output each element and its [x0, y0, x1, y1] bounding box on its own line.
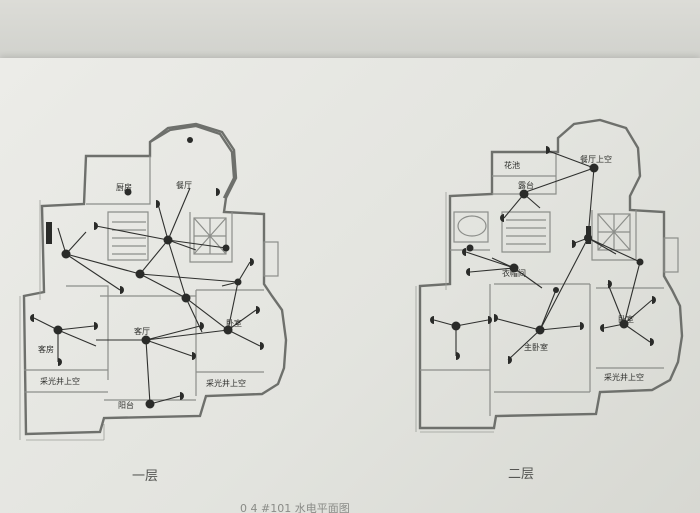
room-label-terrace: 露台	[518, 180, 534, 190]
floor1-dining-bay	[149, 124, 236, 199]
ceiling-light-icon	[53, 325, 63, 335]
switch-icon	[94, 222, 98, 230]
switch-icon	[200, 322, 204, 330]
switch-icon	[256, 306, 260, 314]
room-label-bedroom: 卧室	[618, 314, 634, 324]
switch-icon	[466, 268, 470, 276]
ceiling-light-icon	[61, 249, 71, 259]
ceiling-light-icon	[519, 189, 529, 199]
switch-icon	[546, 146, 550, 154]
floor1-interior-walls	[24, 156, 264, 401]
switch-icon	[600, 324, 604, 332]
switch-icon	[652, 296, 656, 304]
ceiling-light-icon	[636, 258, 644, 266]
switch-icon	[430, 316, 434, 324]
switch-icon	[462, 248, 466, 256]
ceiling-light-icon	[141, 335, 151, 345]
room-label-balcony: 阳台	[118, 400, 134, 410]
switch-icon	[572, 240, 576, 248]
room-label-guest: 客房	[38, 344, 54, 354]
room-label-master-bedroom: 主卧室	[524, 342, 548, 352]
floor2-fixtures	[430, 146, 656, 364]
room-label-skylight-east: 采光井上空	[206, 378, 246, 388]
room-label-skylight-west: 采光井上空	[40, 376, 80, 386]
floor1-title: 一层	[132, 469, 158, 484]
switch-icon	[94, 322, 98, 330]
floor1-fixtures	[30, 137, 264, 409]
floor2-east-niche	[663, 237, 679, 273]
ceiling-light-icon	[163, 235, 173, 245]
electrical-panel-icon	[46, 222, 52, 244]
room-label-kitchen: 厨房	[116, 182, 132, 192]
ceiling-light-icon	[619, 319, 629, 329]
floor2-stairs	[506, 219, 546, 245]
floor1-outer-wall	[22, 122, 288, 436]
ceiling-light-icon	[222, 244, 230, 252]
floor2-labels: 花池 餐厅上空 露台 衣帽间 主卧室 卧室 采光井上空	[502, 154, 644, 382]
room-label-skylight: 采光井上空	[604, 372, 644, 382]
drawing-footer-caption: 0 4 #101 水电平面图	[240, 502, 350, 513]
switch-icon	[500, 214, 504, 222]
floor2-wiring	[433, 149, 653, 361]
ceiling-light-icon	[124, 188, 132, 196]
switch-icon	[250, 258, 254, 266]
switch-icon	[580, 322, 584, 330]
switch-icon	[58, 358, 62, 366]
ceiling-light-icon	[451, 321, 461, 331]
switch-icon	[260, 342, 264, 350]
switch-icon	[156, 200, 160, 208]
switch-icon	[456, 352, 460, 360]
switch-icon	[192, 352, 196, 360]
switch-icon	[508, 356, 512, 364]
room-label-living: 客厅	[134, 326, 150, 336]
electrical-panel-icon	[586, 226, 591, 244]
floor1-wiring	[33, 187, 261, 405]
ceiling-light-icon	[145, 399, 155, 409]
floor2-bathtub	[453, 211, 489, 243]
room-label-dining: 餐厅	[176, 181, 192, 190]
ceiling-light-icon	[589, 163, 599, 173]
ceiling-light-icon	[181, 293, 191, 303]
room-label-dining-void: 餐厅上空	[580, 154, 612, 164]
room-label-bedroom: 卧室	[226, 318, 242, 328]
switch-icon	[180, 392, 184, 400]
ceiling-light-icon	[234, 278, 242, 286]
floor2-dim-lines	[415, 192, 494, 433]
switch-icon	[650, 338, 654, 346]
floor1-dim-lines	[19, 200, 105, 441]
ceiling-light-icon	[223, 325, 233, 335]
switch-icon	[488, 316, 492, 324]
ceiling-light-icon	[135, 269, 145, 279]
switch-icon	[494, 314, 498, 322]
floor1-labels: 餐厅 厨房 客厅 客房 卧室 采光井上空 采光井上空 阳台	[38, 181, 246, 410]
floor1-spiral-stair	[193, 217, 227, 255]
ceiling-light-icon	[553, 287, 559, 293]
switch-icon	[608, 280, 612, 288]
pendant-light-icon	[187, 137, 193, 143]
floor1-east-niche	[263, 241, 279, 277]
ceiling-light-icon	[509, 263, 519, 273]
ceiling-light-icon	[466, 244, 474, 252]
floor2-title: 二层	[508, 467, 534, 482]
floor2-outer-wall	[418, 118, 684, 430]
switch-icon	[216, 188, 220, 196]
floor2-plan: 花池 餐厅上空 露台 衣帽间 主卧室 卧室 采光井上空 二层	[415, 118, 684, 482]
floor1-stairs	[112, 221, 146, 255]
paper-sheet	[0, 58, 700, 513]
floor1-plan: 餐厅 厨房 客厅 客房 卧室 采光井上空 采光井上空 阳台 一层	[19, 122, 288, 484]
switch-icon	[120, 286, 124, 294]
room-label-garden: 花池	[504, 160, 520, 170]
room-label-cloakroom: 衣帽间	[502, 268, 526, 278]
ceiling-light-icon	[535, 325, 545, 335]
switch-icon	[30, 314, 34, 322]
